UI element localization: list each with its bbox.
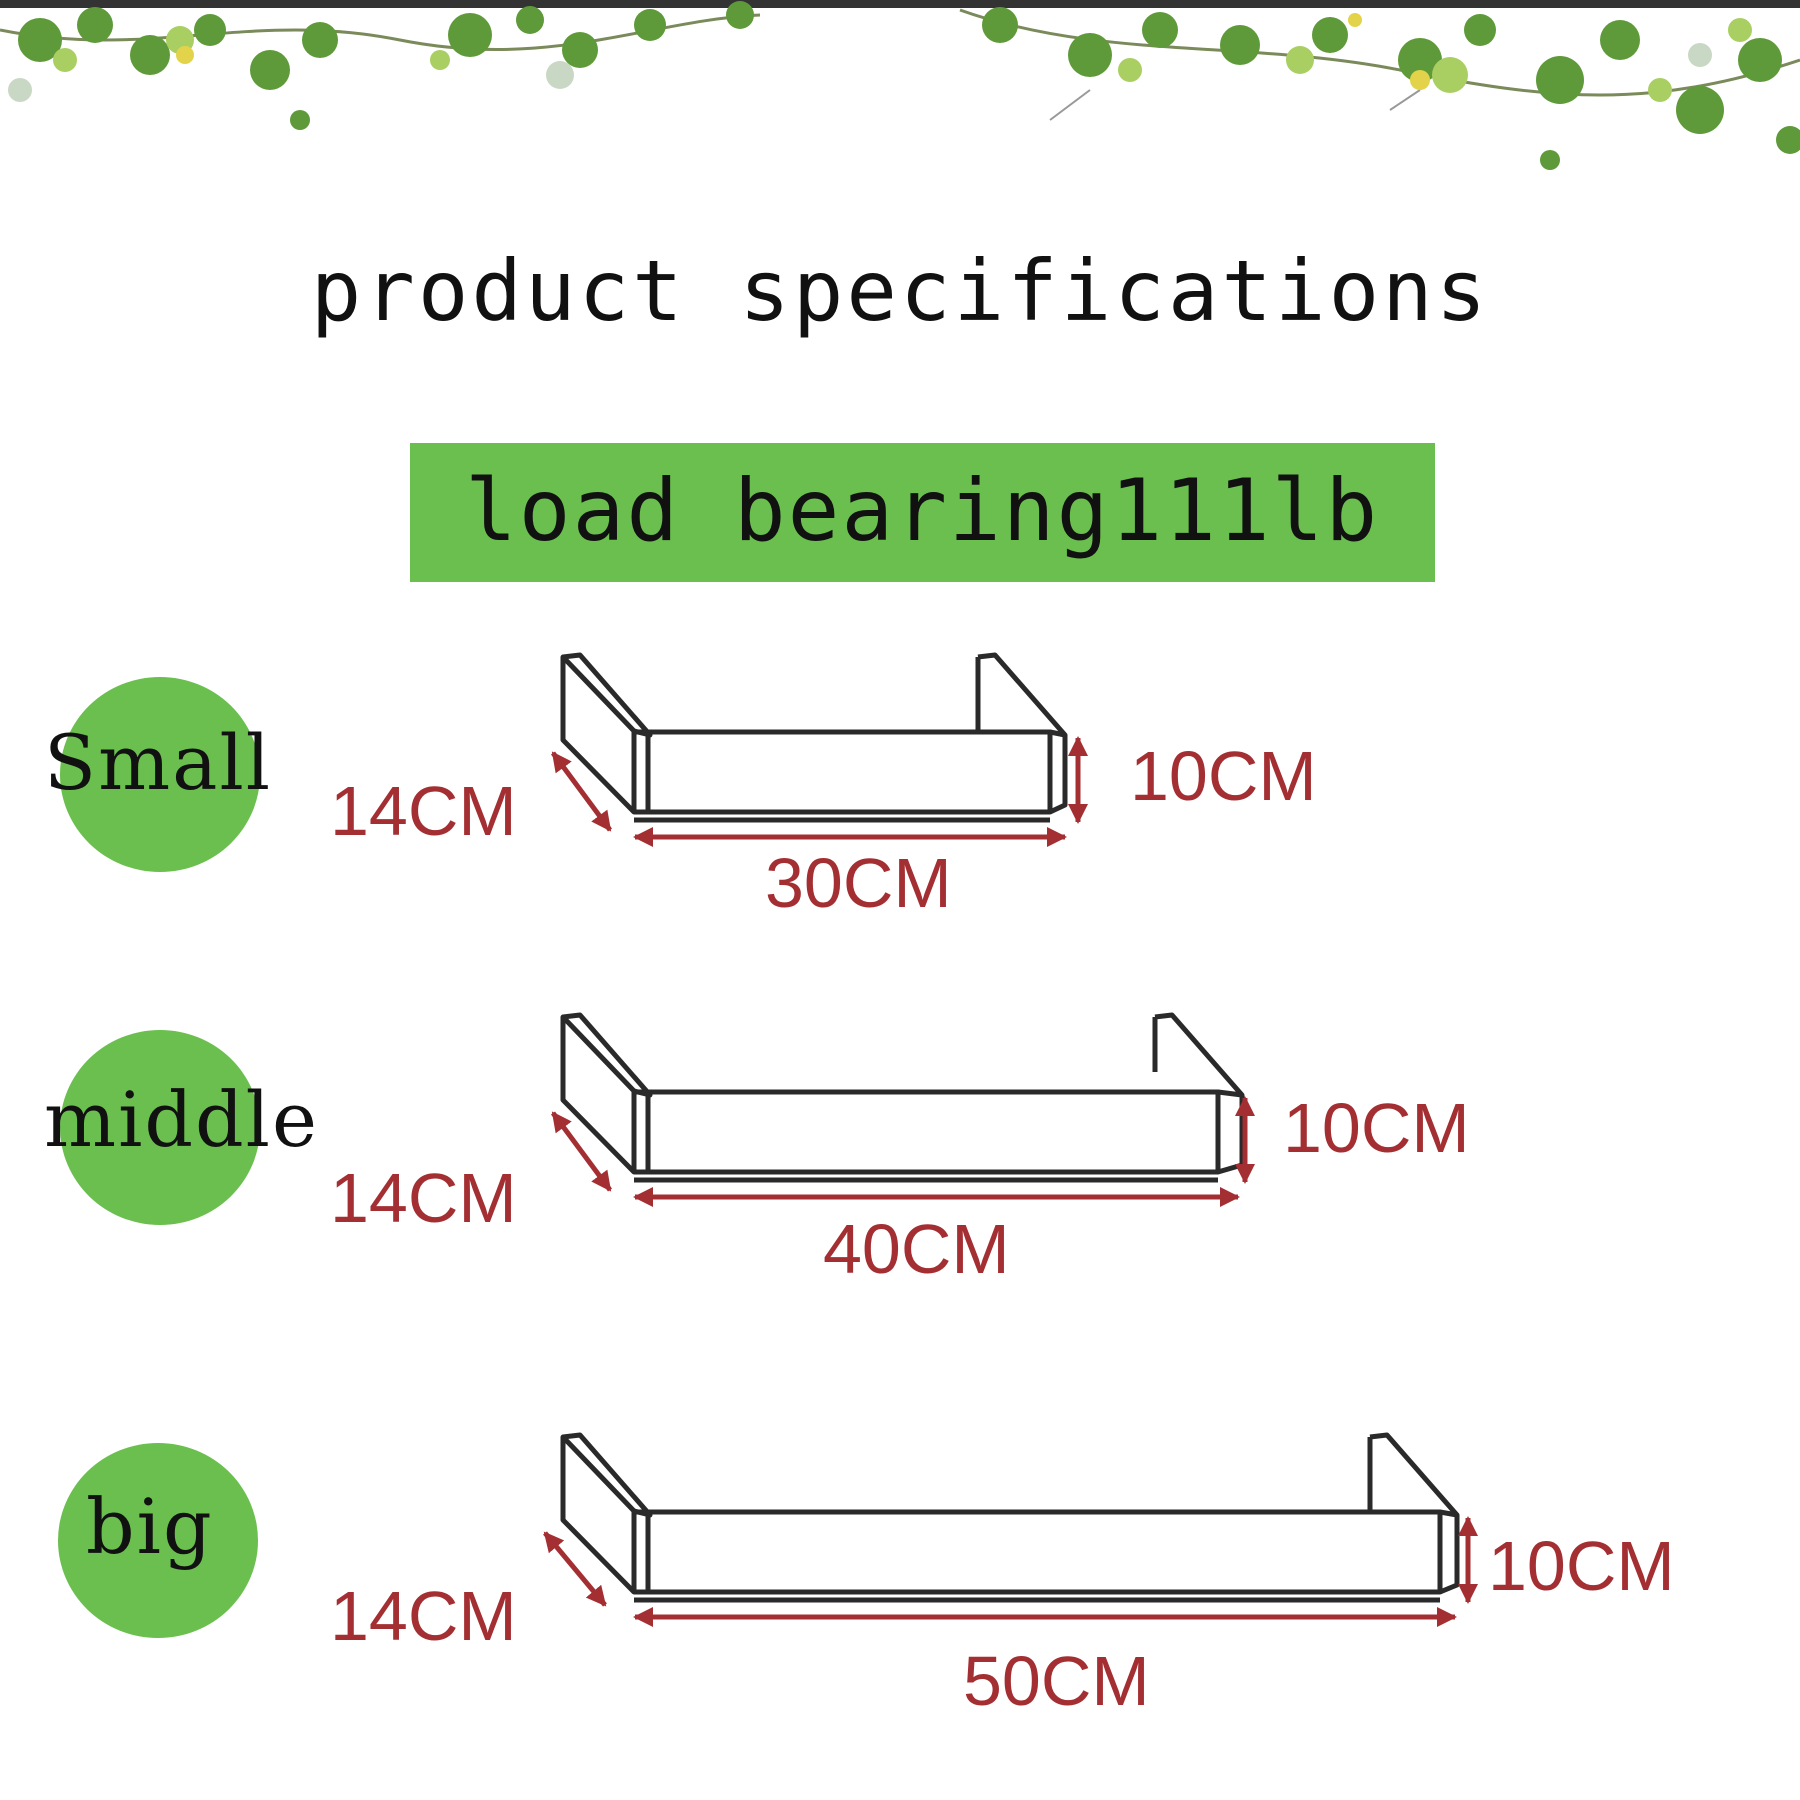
size-label-small: Small [44, 718, 273, 807]
depth-label-big: 14CM [330, 1577, 517, 1655]
length-label-small: 30CM [765, 844, 952, 922]
shelf-middle [560, 1012, 1245, 1183]
vine-decoration [0, 0, 1800, 170]
length-label-big: 50CM [963, 1642, 1150, 1720]
big-size-dot [58, 1443, 258, 1638]
shelf-small [560, 652, 1068, 823]
height-label-middle: 10CM [1283, 1089, 1470, 1167]
small-size-dot [60, 677, 260, 872]
load-bearing-banner: load bearing111lb [410, 443, 1435, 582]
page-title: product specifications [310, 242, 1490, 340]
shelf-big [560, 1432, 1460, 1603]
length-label-middle: 40CM [823, 1210, 1010, 1288]
height-label-small: 10CM [1130, 737, 1317, 815]
middle-size-dot [60, 1030, 260, 1225]
size-label-big: big [86, 1482, 214, 1571]
depth-label-middle: 14CM [330, 1159, 517, 1237]
height-label-big: 10CM [1488, 1527, 1675, 1605]
size-label-middle: middle [44, 1075, 319, 1164]
load-bearing-label: load bearing111lb [465, 461, 1380, 561]
depth-label-small: 14CM [330, 772, 517, 850]
